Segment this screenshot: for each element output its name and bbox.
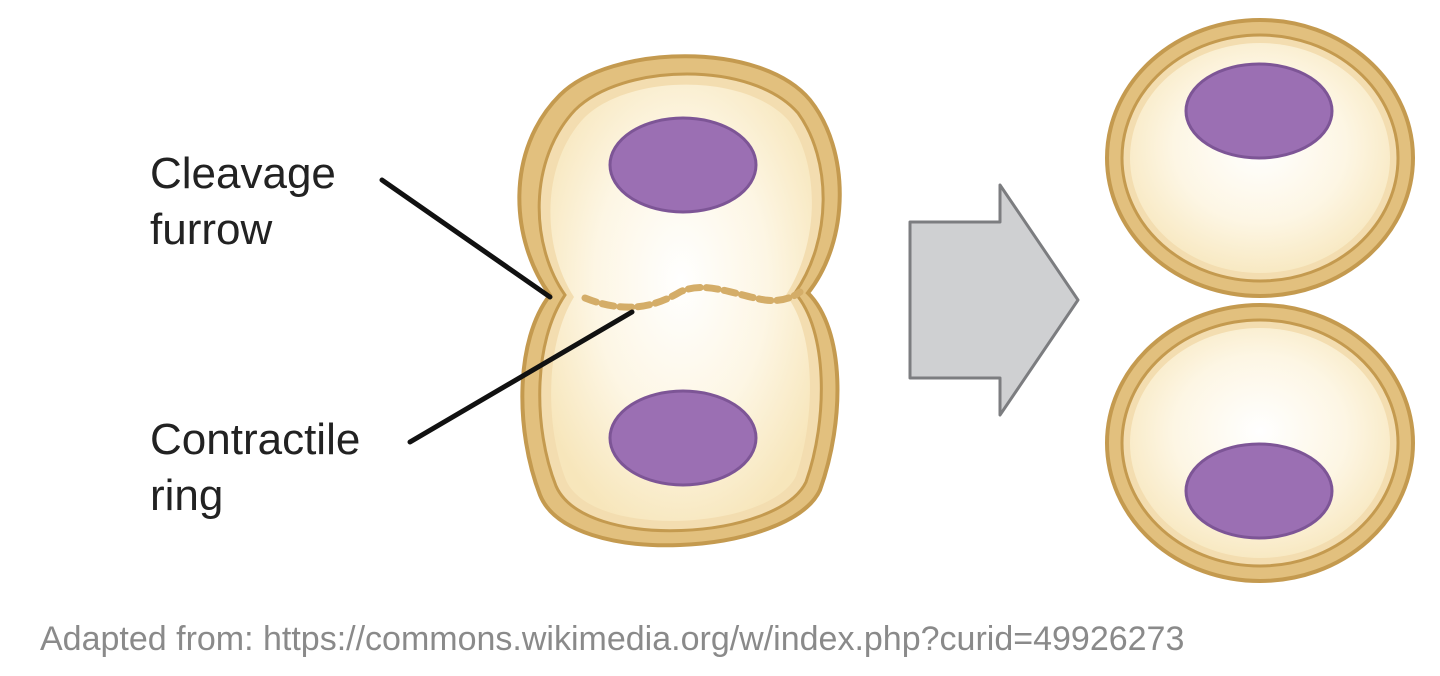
nucleus-top	[608, 116, 758, 214]
cleavage-furrow-label-line1: Cleavage	[150, 149, 336, 198]
daughter-cell-top	[1105, 18, 1415, 298]
daughter-top-nucleus	[1184, 62, 1334, 160]
nucleus-bottom	[608, 389, 758, 487]
dividing-cell-cytoplasm	[550, 84, 812, 521]
contractile-ring	[581, 283, 804, 311]
daughter-cell-bottom	[1105, 303, 1415, 583]
process-arrow	[908, 183, 1080, 417]
contractile-ring-leader-line	[407, 309, 635, 445]
dividing-cell	[517, 54, 842, 548]
contractile-ring-label-line2: ring	[150, 471, 223, 520]
source-caption: Adapted from: https://commons.wikimedia.…	[40, 620, 1184, 658]
daughter-bottom-nucleus	[1184, 442, 1334, 540]
contractile-ring-label-line1: Contractile	[150, 415, 360, 464]
cleavage-furrow-leader-line	[379, 177, 553, 300]
cleavage-furrow-label-line2: furrow	[150, 205, 272, 254]
